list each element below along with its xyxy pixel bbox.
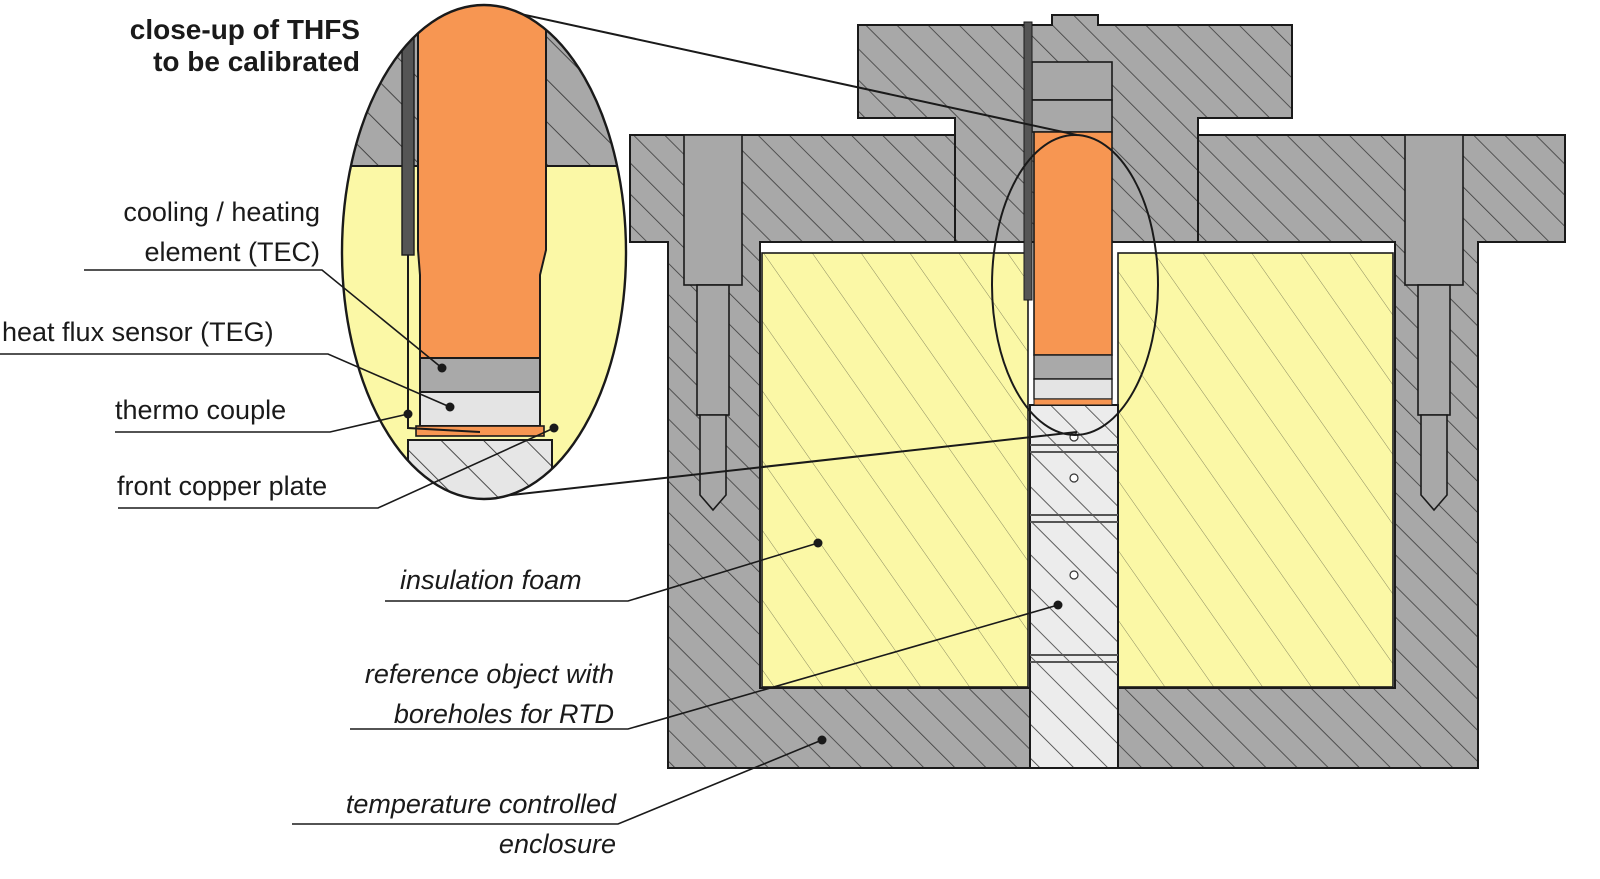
label-cooling-heating-line1: cooling / heating bbox=[123, 197, 320, 227]
label-enclosure-line2: enclosure bbox=[498, 829, 616, 859]
label-reference-object-line2: boreholes for RTD bbox=[393, 699, 614, 729]
leader-thermo-couple bbox=[115, 409, 413, 433]
label-front-copper-plate: front copper plate bbox=[117, 471, 328, 501]
label-reference-object: reference object with boreholes for RTD bbox=[250, 654, 614, 734]
label-enclosure: temperature controlled enclosure bbox=[250, 784, 616, 864]
leader-enclosure bbox=[292, 735, 827, 825]
thfs-assembly bbox=[1023, 21, 1113, 406]
label-enclosure-line1: temperature controlled bbox=[345, 789, 616, 819]
closeup-title-line1: close-up of THFS bbox=[129, 14, 360, 45]
leader-insulation-foam bbox=[385, 538, 823, 602]
reference-object bbox=[1029, 404, 1119, 769]
closeup-connector-top bbox=[483, 5, 1078, 136]
right-bolt bbox=[1404, 134, 1464, 512]
leader-reference-object bbox=[350, 600, 1063, 730]
leader-cooling-heating bbox=[84, 269, 447, 373]
label-insulation-foam: insulation foam bbox=[400, 565, 582, 595]
label-heat-flux-sensor: heat flux sensor (TEG) bbox=[2, 317, 274, 347]
leader-front-copper-plate bbox=[118, 423, 559, 509]
leader-heat-flux-sensor bbox=[0, 353, 455, 412]
rtd-borehole bbox=[1069, 473, 1079, 483]
left-bolt bbox=[683, 134, 743, 512]
closeup-view bbox=[340, 3, 628, 501]
closeup-connector-bottom bbox=[483, 431, 1078, 499]
label-cooling-heating: cooling / heating element (TEC) bbox=[20, 192, 320, 272]
label-cooling-heating-line2: element (TEC) bbox=[144, 237, 320, 267]
label-thermo-couple: thermo couple bbox=[115, 395, 287, 425]
label-reference-object-line1: reference object with bbox=[364, 659, 614, 689]
rtd-borehole bbox=[1069, 570, 1079, 580]
closeup-title-line2: to be calibrated bbox=[153, 46, 360, 77]
closeup-title: close-up of THFS to be calibrated bbox=[40, 14, 360, 78]
